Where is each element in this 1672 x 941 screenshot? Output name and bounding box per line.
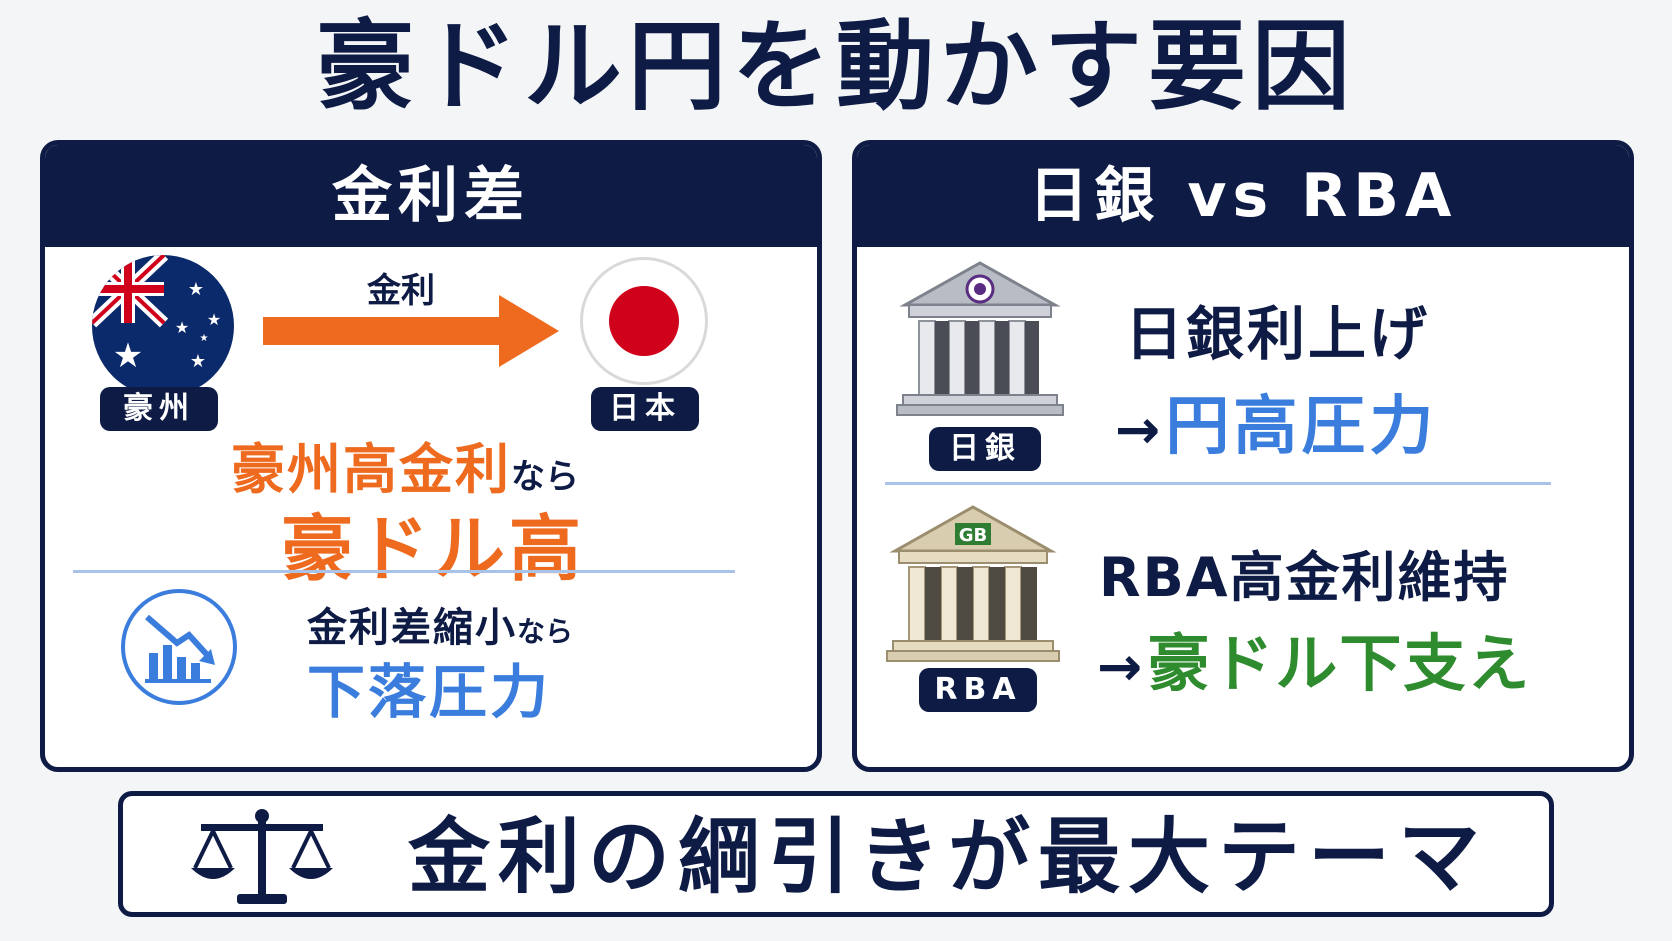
australia-label: 豪州 <box>100 387 218 431</box>
left-divider <box>73 570 735 573</box>
boj-label: 日銀 <box>929 427 1041 471</box>
svg-text:★: ★ <box>113 336 143 376</box>
boj-arrow: → <box>1115 398 1161 461</box>
rba-text: RBA高金利維持 <box>1099 546 1510 609</box>
footer-text: 金利の綱引きが最大テーマ <box>408 810 1489 905</box>
australia-flag-icon: ★ ★ ★ ★ ★ ★ <box>92 255 234 397</box>
svg-text:GB: GB <box>959 525 988 546</box>
highlight-main: 豪州高金利 <box>231 438 511 501</box>
rba-arrow: → <box>1097 635 1143 698</box>
rba-result: 豪ドル下支え <box>1147 627 1532 700</box>
arrow-label: 金利 <box>367 271 435 311</box>
sub-line: 金利差縮小なら <box>307 595 573 653</box>
svg-text:★: ★ <box>188 279 204 300</box>
sub-result: 下落圧力 <box>307 658 552 726</box>
svg-text:★: ★ <box>190 351 206 372</box>
highlight-result: 豪ドル高 <box>281 507 586 591</box>
rba-bank-icon: GB <box>885 501 1061 675</box>
rba-result-line: → 豪ドル下支え <box>1097 613 1531 703</box>
highlight-suffix: なら <box>511 457 579 497</box>
boj-result: 円高圧力 <box>1165 390 1438 464</box>
chart-down-icon <box>119 587 239 711</box>
sub-main: 金利差縮小 <box>307 605 517 651</box>
boj-result-line: → 円高圧力 <box>1115 375 1437 467</box>
japan-label: 日本 <box>591 387 699 431</box>
boj-text: 日銀利上げ <box>1125 300 1431 368</box>
boj-vs-rba-panel: 日銀 vs RBA 日銀 日銀利上げ → 円高圧力 G <box>852 140 1634 772</box>
footer-banner: 金利の綱引きが最大テーマ <box>118 791 1554 917</box>
boj-vs-rba-header: 日銀 vs RBA <box>857 145 1629 247</box>
interest-diff-header: 金利差 <box>45 145 817 247</box>
rba-label: RBA <box>919 668 1037 712</box>
sub-suffix: なら <box>517 615 574 648</box>
interest-diff-panel: 金利差 ★ ★ ★ ★ ★ ★ 豪州 金利 <box>40 140 822 772</box>
scales-icon <box>187 804 337 914</box>
svg-text:★: ★ <box>207 310 221 329</box>
svg-text:★: ★ <box>175 318 189 337</box>
boj-bank-icon <box>895 257 1065 431</box>
japan-flag-icon <box>580 257 708 385</box>
page-title: 豪ドル円を動かす要因 <box>315 10 1356 124</box>
svg-text:★: ★ <box>200 333 209 344</box>
arrow-right-icon <box>263 291 563 375</box>
highlight-line: 豪州高金利なら <box>231 425 579 504</box>
right-divider <box>885 482 1551 485</box>
